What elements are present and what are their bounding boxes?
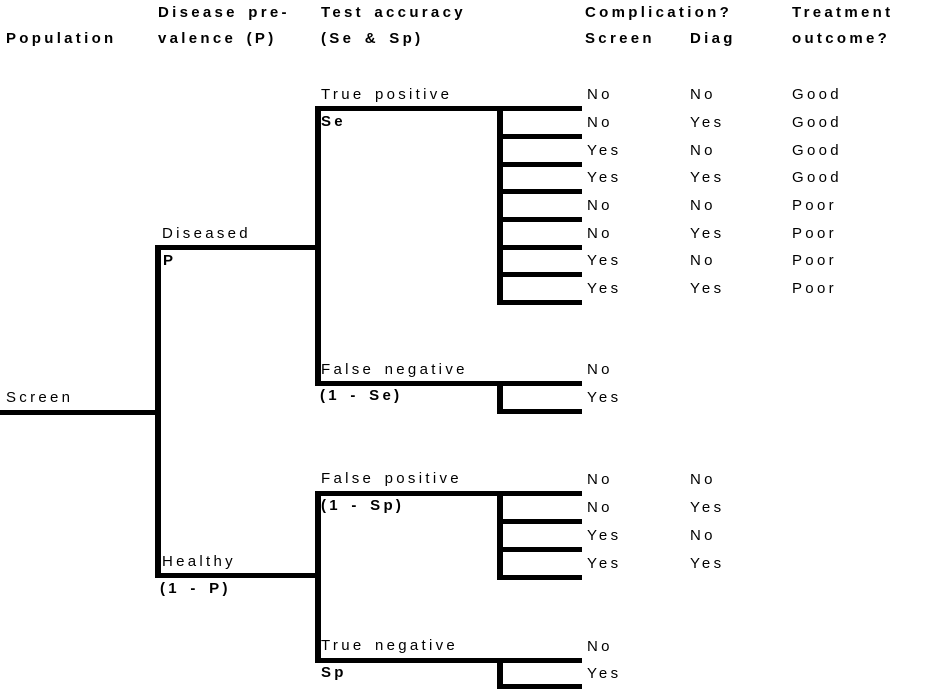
false-positive-fan-vline [497,491,503,580]
tp-row4-screen: Yes [587,169,622,186]
tn-row1-screen: No [587,638,613,655]
diseased-connector-vline [315,106,321,386]
tp-row6-outcome: Poor [792,225,837,242]
fp-row1-diag: No [690,471,716,488]
tp-row7-diag: No [690,252,716,269]
fp-row3-screen: Yes [587,527,622,544]
fp-row2-diag: Yes [690,499,725,516]
fp-row4-screen: Yes [587,555,622,572]
tp-row8-screen: Yes [587,280,622,297]
tp-row7-screen: Yes [587,252,622,269]
tp-row8-diag: Yes [690,280,725,297]
tp-row5-screen: No [587,197,613,214]
tp-row3-outcome: Good [792,142,842,159]
false-positive-terminal-line-2 [497,519,582,524]
fp-row2-screen: No [587,499,613,516]
tp-row3-screen: Yes [587,142,622,159]
true-positive-terminal-line-6 [497,245,582,250]
header-treatment-line1: Treatment [792,4,894,21]
root-connector-vline [155,245,161,578]
root-label: Screen [6,389,74,406]
true-positive-fan-vline [497,106,503,305]
header-accuracy-line2: (Se & Sp) [321,30,424,47]
healthy-label: Healthy [162,553,236,570]
true-negative-label: True negative [321,637,459,654]
diseased-label: Diseased [162,225,251,242]
true-negative-fan-vline [497,658,503,689]
fp-row4-diag: Yes [690,555,725,572]
tp-row5-outcome: Poor [792,197,837,214]
header-screen-column: Screen [585,30,655,47]
false-positive-terminal-line-3 [497,547,582,552]
diseased-probability: P [163,252,177,269]
false-positive-terminal-line-4 [497,575,582,580]
fn-row2-screen: Yes [587,389,622,406]
header-diag-column: Diag [690,30,736,47]
header-treatment-line2: outcome? [792,30,891,47]
true-negative-terminal-line-2 [497,684,582,689]
root-branch-line [0,410,160,415]
false-negative-terminal-line-2 [497,409,582,414]
healthy-probability: (1 - P) [160,580,231,597]
false-negative-fan-vline [497,381,503,414]
false-negative-label: False negative [321,361,468,378]
tp-row1-screen: No [587,86,613,103]
tp-row1-diag: No [690,86,716,103]
fp-row1-screen: No [587,471,613,488]
tp-row4-outcome: Good [792,169,842,186]
false-positive-label: False positive [321,470,462,487]
false-negative-probability: (1 - Se) [320,387,403,404]
false-negative-branch-line [315,381,582,386]
tn-row2-screen: Yes [587,665,622,682]
tp-row5-diag: No [690,197,716,214]
header-population: Population [6,30,117,47]
true-positive-terminal-line-2 [497,134,582,139]
fn-row1-screen: No [587,361,613,378]
fp-row3-diag: No [690,527,716,544]
true-positive-terminal-line-5 [497,217,582,222]
true-positive-terminal-line-8 [497,300,582,305]
diseased-branch-line [155,245,321,250]
true-positive-terminal-line-4 [497,189,582,194]
healthy-connector-vline [315,491,321,663]
healthy-branch-line [155,573,321,578]
true-positive-branch-line [315,106,582,111]
tp-row2-diag: Yes [690,114,725,131]
true-negative-branch-line [315,658,582,663]
tp-row2-screen: No [587,114,613,131]
true-positive-label: True positive [321,86,453,103]
true-positive-probability: Se [321,113,346,130]
header-prevalence-line2: valence (P) [158,30,277,47]
true-negative-probability: Sp [321,664,347,681]
tp-row7-outcome: Poor [792,252,837,269]
tp-row2-outcome: Good [792,114,842,131]
true-positive-terminal-line-3 [497,162,582,167]
true-positive-terminal-line-7 [497,272,582,277]
header-prevalence-line1: Disease pre- [158,4,290,21]
false-positive-branch-line [315,491,582,496]
tp-row3-diag: No [690,142,716,159]
header-complication: Complication? [585,4,733,21]
tp-row8-outcome: Poor [792,280,837,297]
tp-row6-screen: No [587,225,613,242]
header-accuracy-line1: Test accuracy [321,4,466,21]
tp-row4-diag: Yes [690,169,725,186]
false-positive-probability: (1 - Sp) [321,497,405,514]
tp-row1-outcome: Good [792,86,842,103]
tp-row6-diag: Yes [690,225,725,242]
